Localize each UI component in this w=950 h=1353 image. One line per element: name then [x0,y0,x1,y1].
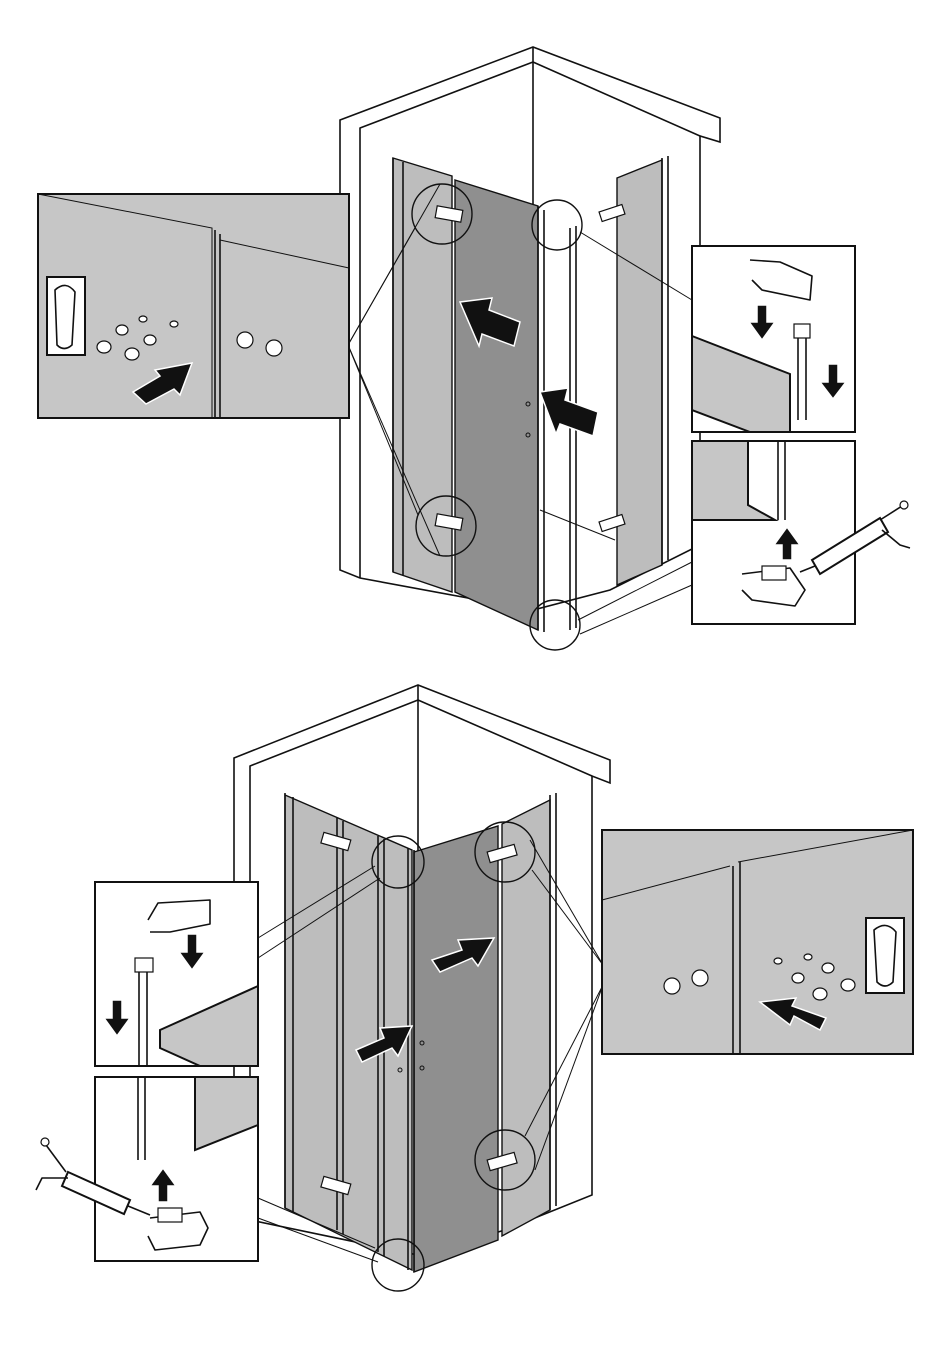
lower-step [36,685,913,1291]
lower-door-panel [414,826,498,1272]
lower-inset-bottom-profile [36,1077,258,1261]
upper-inset-bottom-profile [692,441,910,624]
upper-inset-top-profile [692,246,855,432]
lower-inset-top-profile [95,882,258,1066]
upper-door-panel [455,180,538,630]
upper-step [38,47,910,650]
lower-right-fixed-panel [502,800,550,1236]
upper-inset-hinge-cover [38,194,349,418]
lower-inset-hinge-cover [602,830,913,1054]
